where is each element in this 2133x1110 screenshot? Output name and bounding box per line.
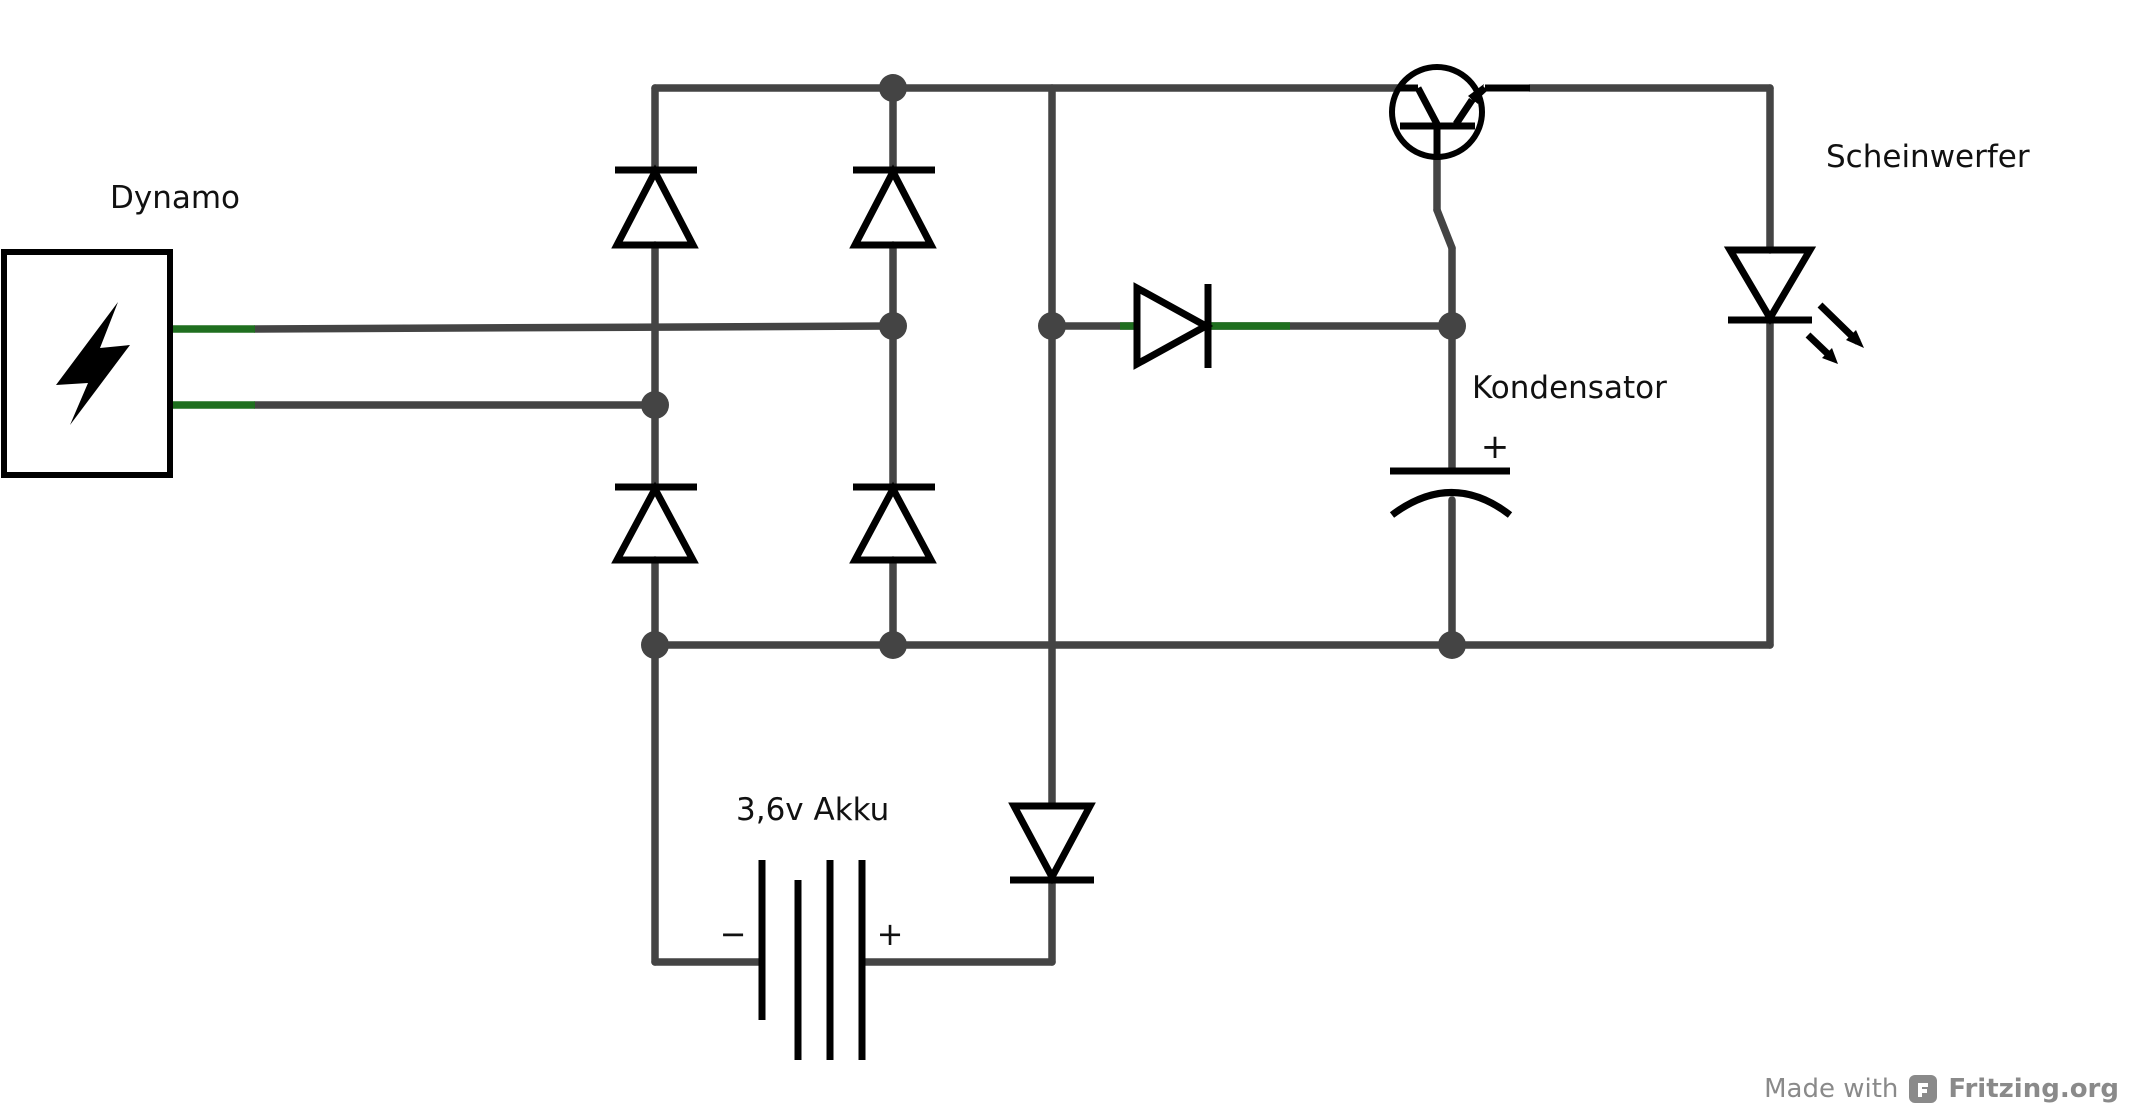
battery-plus-label: + — [877, 915, 904, 953]
battery-symbol: − + — [720, 860, 904, 1060]
diode-bridge-lower-right — [849, 481, 937, 564]
transistor-symbol — [1389, 64, 1530, 160]
made-with-text: Made with — [1764, 1074, 1899, 1104]
diode-bridge-upper-right — [849, 164, 937, 249]
battery-minus-label: − — [720, 915, 747, 953]
dynamo-label: Dynamo — [110, 180, 240, 216]
junction-dot — [879, 74, 907, 102]
junction-dot — [1038, 312, 1066, 340]
capacitor-label: Kondensator — [1472, 370, 1667, 406]
wire-dynamo-lead-1 — [251, 322, 897, 333]
fritzing-logo-icon — [1909, 1075, 1938, 1103]
dynamo-symbol — [1, 249, 173, 478]
diode-series — [1133, 282, 1214, 370]
fritzing-brand[interactable]: Fritzing.org — [1948, 1074, 2119, 1104]
junction-dot — [641, 391, 669, 419]
wire-base-2 — [1433, 206, 1456, 252]
junction-dot — [879, 631, 907, 659]
junctions — [641, 74, 1466, 659]
diode-bridge-upper-left — [611, 164, 699, 249]
connector-ends — [170, 322, 1290, 409]
capacitor-symbol: + — [1389, 427, 1513, 518]
headlight-label: Scheinwerfer — [1826, 139, 2030, 175]
fritzing-watermark: Made with Fritzing.org — [1764, 1074, 2119, 1104]
junction-dot — [641, 631, 669, 659]
diode-akku — [1008, 802, 1096, 885]
junction-dot — [1438, 631, 1466, 659]
battery-label: 3,6v Akku — [736, 792, 889, 828]
lightning-bolt-icon — [56, 302, 130, 425]
wires — [251, 84, 1774, 966]
junction-dot — [879, 312, 907, 340]
diode-bridge-lower-left — [611, 481, 699, 564]
capacitor-plus-label: + — [1481, 427, 1510, 467]
led-symbol — [1723, 246, 1864, 364]
junction-dot — [1438, 312, 1466, 340]
